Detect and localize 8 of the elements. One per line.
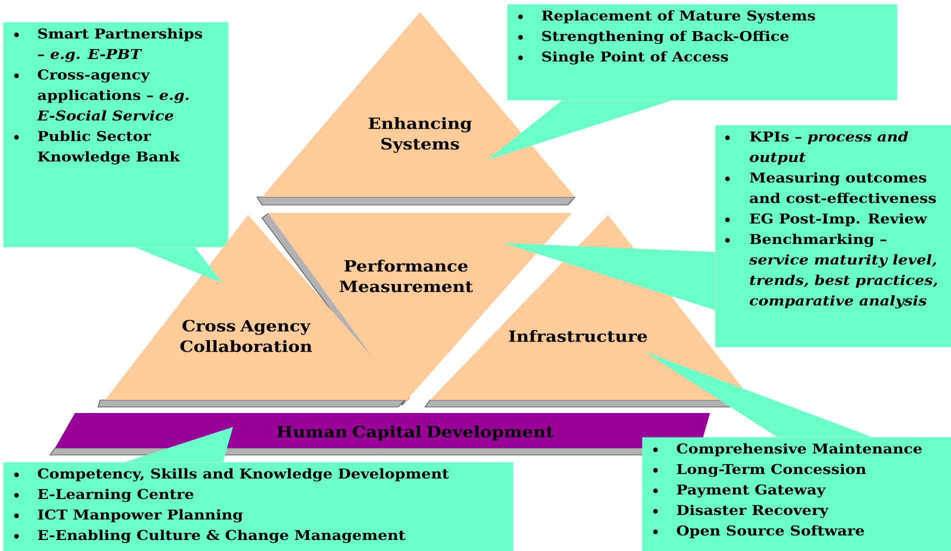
callout-box: Comprehensive Maintenance Long-Term Concession Payment Gateway Disaster Recovery Open Source Software [642, 437, 951, 551]
callout-pointer [125, 427, 233, 462]
callout-pointer [487, 100, 672, 160]
callout-pointer [135, 247, 222, 283]
callout-box: Smart Partnerships – e.g. E-PBT Cross-agency applications – e.g. E-Social Service Public Sector Knowledge Bank [3, 22, 228, 248]
callout-pointer [645, 352, 872, 437]
callout-box: KPIs – process and output Measuring outcomes and cost-effectiveness EG Post-Imp. Review Benchmarking – service maturity level, trends, best practices, comparative analysis [715, 125, 951, 348]
callout-pointer [503, 243, 715, 310]
